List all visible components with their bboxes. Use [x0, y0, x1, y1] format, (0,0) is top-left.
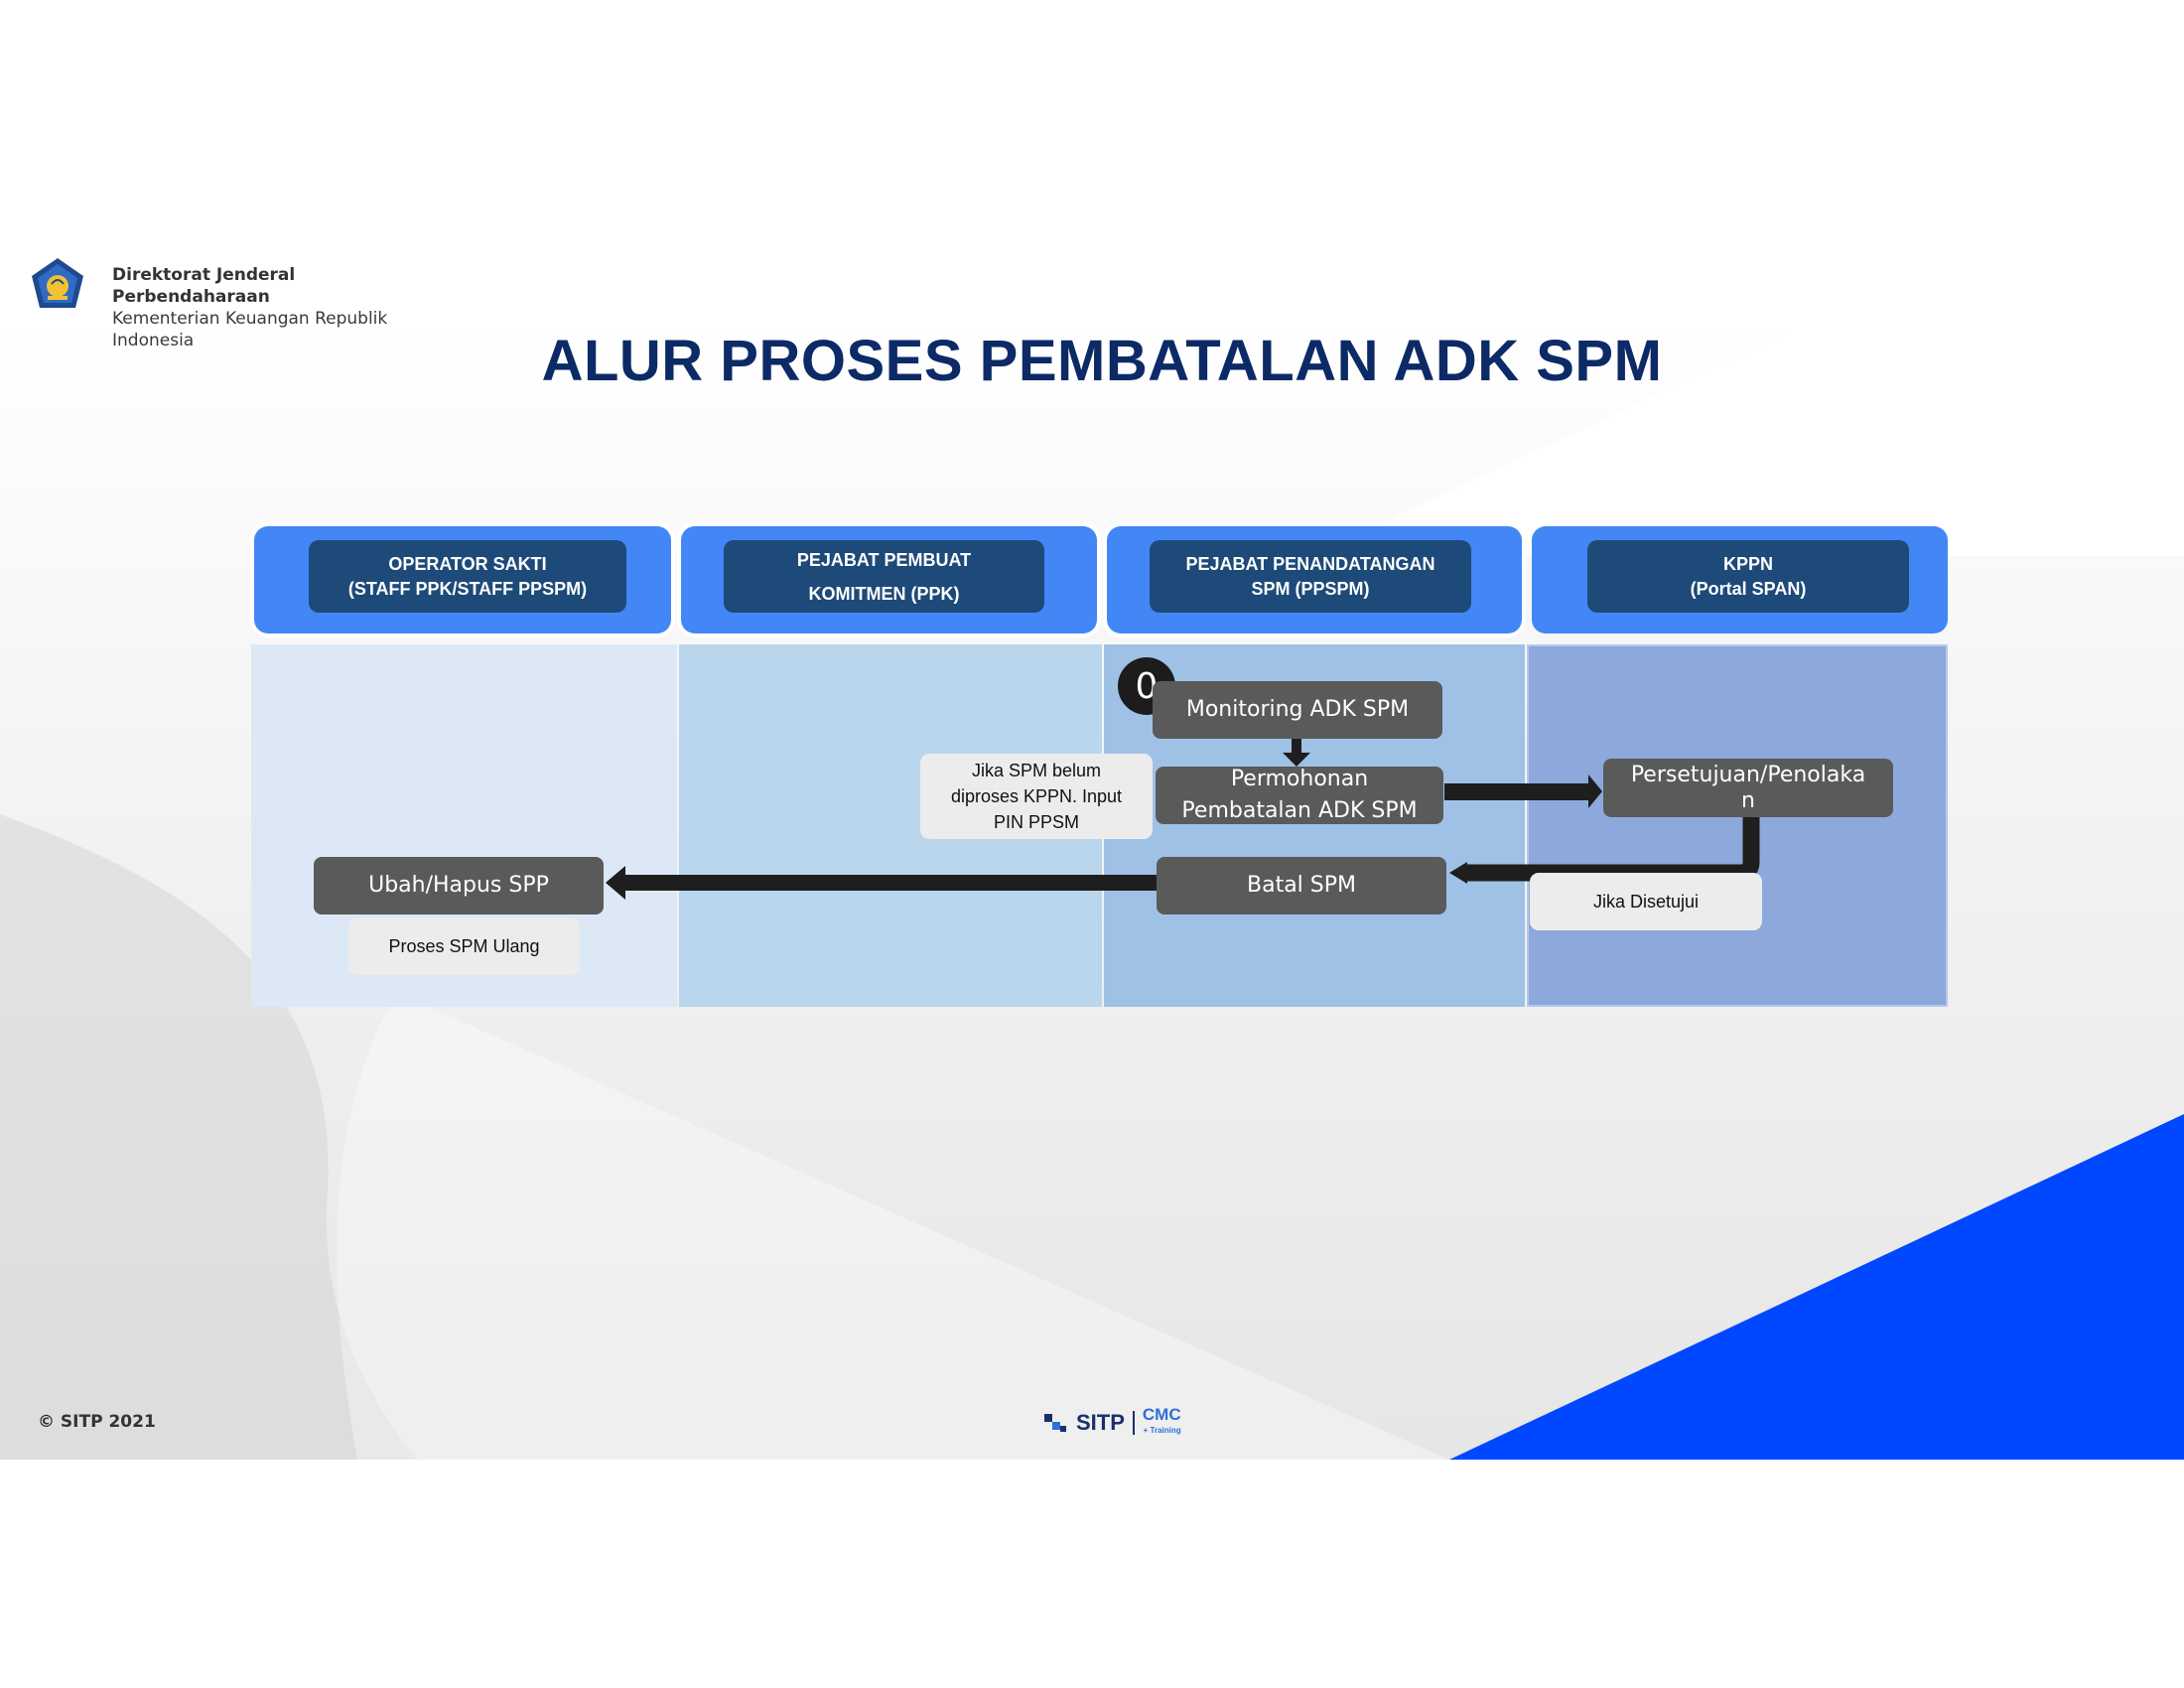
arrow-permohonan-to-persetujuan	[1444, 774, 1602, 808]
organization-name: Direktorat Jenderal Perbendaharaan Kemen…	[112, 264, 387, 352]
note-jika-disetujui: Jika Disetujui	[1530, 873, 1762, 930]
lane-header-kppn-label: KPPN (Portal SPAN)	[1587, 540, 1909, 613]
footer-copyright: © SITP 2021	[38, 1412, 156, 1432]
lane-4-line-2: (Portal SPAN)	[1690, 578, 1807, 599]
background-shapes	[0, 814, 2184, 1460]
permohonan-line-2: Pembatalan ADK SPM	[1181, 798, 1418, 823]
footer-brand-logo: SITP CMC + Training	[1044, 1405, 1181, 1439]
lane-1-line-1: OPERATOR SAKTI	[388, 553, 547, 574]
lane-3-line-2: SPM (PPSPM)	[1251, 578, 1370, 599]
lane-body-kppn	[1527, 644, 1948, 1007]
brand-separator	[1132, 1411, 1135, 1435]
lane-header-ppk: PEJABAT PEMBUAT KOMITMEN (PPK)	[681, 526, 1097, 633]
lane-header-operator: OPERATOR SAKTI (STAFF PPK/STAFF PPSPM)	[254, 526, 671, 633]
ministry-emblem	[32, 258, 83, 308]
permohonan-line-1: Permohonan	[1230, 767, 1369, 791]
lane-2-line-2: KOMITMEN (PPK)	[808, 583, 960, 604]
batal-spm-box: Batal SPM	[1157, 857, 1446, 914]
monitoring-adk-spm-box: Monitoring ADK SPM	[1153, 681, 1442, 739]
arrow-monitoring-to-permohonan	[1283, 738, 1310, 767]
lane-4-line-1: KPPN	[1722, 553, 1773, 574]
permohonan-pembatalan-box: Permohonan Pembatalan ADK SPM	[1156, 767, 1443, 824]
note-jika-spm-line-1: Jika SPM belum	[971, 761, 1102, 780]
ministry-line-2: Indonesia	[112, 331, 195, 351]
note-jika-spm-line-2: diproses KPPN. Input	[950, 786, 1123, 806]
persetujuan-line-2: n	[1741, 787, 1755, 813]
persetujuan-line-1: Persetujuan/Penolaka	[1630, 762, 1866, 787]
flow-arrows	[606, 738, 1760, 900]
ministry-line-1: Kementerian Keuangan Republik	[112, 309, 388, 329]
lane-3-line-1: PEJABAT PENANDATANGAN	[1185, 553, 1435, 574]
lane-header-operator-label: OPERATOR SAKTI (STAFF PPK/STAFF PPSPM)	[309, 540, 626, 613]
page-title: ALUR PROSES PEMBATALAN ADK SPM	[541, 329, 1663, 393]
lane-1-line-2: (STAFF PPK/STAFF PPSPM)	[347, 578, 588, 599]
sitp-logo-icon	[1044, 1414, 1066, 1432]
persetujuan-penolakan-box: Persetujuan/Penolaka n	[1603, 759, 1893, 817]
brand-cmc: CMC + Training	[1142, 1405, 1181, 1439]
note-jika-spm-belum: Jika SPM belum diproses KPPN. Input PIN …	[920, 754, 1153, 839]
slide: Direktorat Jenderal Perbendaharaan Kemen…	[0, 0, 2184, 1460]
lane-header-ppspm-label: PEJABAT PENANDATANGAN SPM (PPSPM)	[1150, 540, 1471, 613]
lane-2-line-1: PEJABAT PEMBUAT	[796, 549, 972, 570]
lane-header-ppspm: PEJABAT PENANDATANGAN SPM (PPSPM)	[1107, 526, 1522, 633]
org-line-2: Perbendaharaan	[112, 287, 270, 307]
brand-sitp: SITP	[1076, 1410, 1125, 1435]
lane-header-ppk-label: PEJABAT PEMBUAT KOMITMEN (PPK)	[724, 540, 1044, 613]
arrow-persetujuan-to-batal	[1449, 817, 1760, 884]
note-proses-spm-ulang: Proses SPM Ulang	[348, 917, 580, 975]
brand-cmc-text: CMC	[1142, 1405, 1181, 1424]
accent-corner-triangle	[1449, 1114, 2184, 1460]
note-jika-spm-line-3: PIN PPSM	[993, 812, 1080, 832]
lane-header-kppn: KPPN (Portal SPAN)	[1532, 526, 1948, 633]
brand-cmc-subtext: + Training	[1143, 1426, 1181, 1435]
arrow-batal-to-ubah	[606, 866, 1157, 900]
ubah-hapus-spp-box: Ubah/Hapus SPP	[314, 857, 604, 914]
org-line-1: Direktorat Jenderal	[112, 265, 296, 285]
